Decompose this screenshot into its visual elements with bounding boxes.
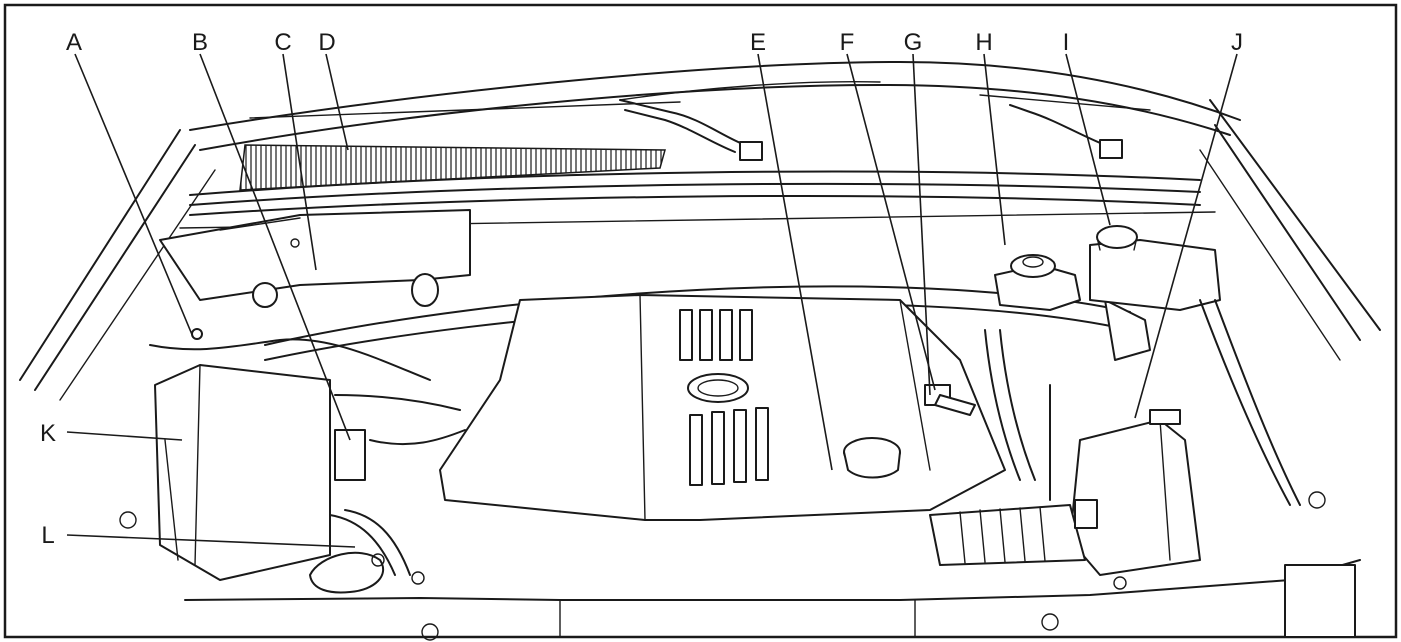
cowl-panel (179, 144, 1216, 229)
leader-a (74, 53, 194, 338)
callout-i: I (1063, 29, 1070, 56)
air-intake-duct (159, 209, 471, 307)
coolant-cap (843, 437, 901, 479)
callout-c: C (274, 29, 291, 56)
callout-b: B (192, 29, 208, 56)
brake-fluid-reservoir (994, 254, 1081, 311)
hood-outline (19, 61, 1381, 401)
leader-i (1065, 53, 1111, 226)
leader-h (983, 53, 1006, 246)
wiring-harness (149, 282, 466, 576)
leader-k (66, 431, 183, 441)
callout-d: D (318, 29, 335, 56)
callout-f: F (840, 29, 855, 56)
intake-tube (929, 499, 1098, 566)
callout-k: K (40, 420, 56, 447)
callout-labels: A B C D E F G H I J K L (40, 29, 1243, 549)
leader-c (282, 53, 317, 271)
wiper-arm (619, 99, 1123, 161)
leader-l (66, 534, 356, 548)
washer-fluid-reservoir (1089, 225, 1221, 311)
callout-g: G (904, 29, 923, 56)
leader-b (199, 53, 351, 441)
leader-f (846, 53, 936, 391)
front-bumper-edge (119, 491, 1361, 641)
fuse-box (154, 364, 366, 581)
callout-h: H (975, 29, 992, 56)
callout-e: E (750, 29, 766, 56)
callout-a: A (66, 29, 82, 56)
leader-d (325, 53, 349, 151)
air-filter-housing (1069, 299, 1301, 576)
callout-l: L (41, 522, 54, 549)
leader-lines (66, 53, 1238, 548)
engine-cover (439, 294, 1006, 521)
leader-e (757, 53, 833, 471)
diagram-frame (3, 3, 1398, 639)
battery-cover (309, 551, 385, 594)
hoses (924, 329, 1051, 501)
leader-j (1134, 53, 1238, 419)
leader-g (912, 53, 931, 396)
callout-j: J (1231, 29, 1243, 56)
